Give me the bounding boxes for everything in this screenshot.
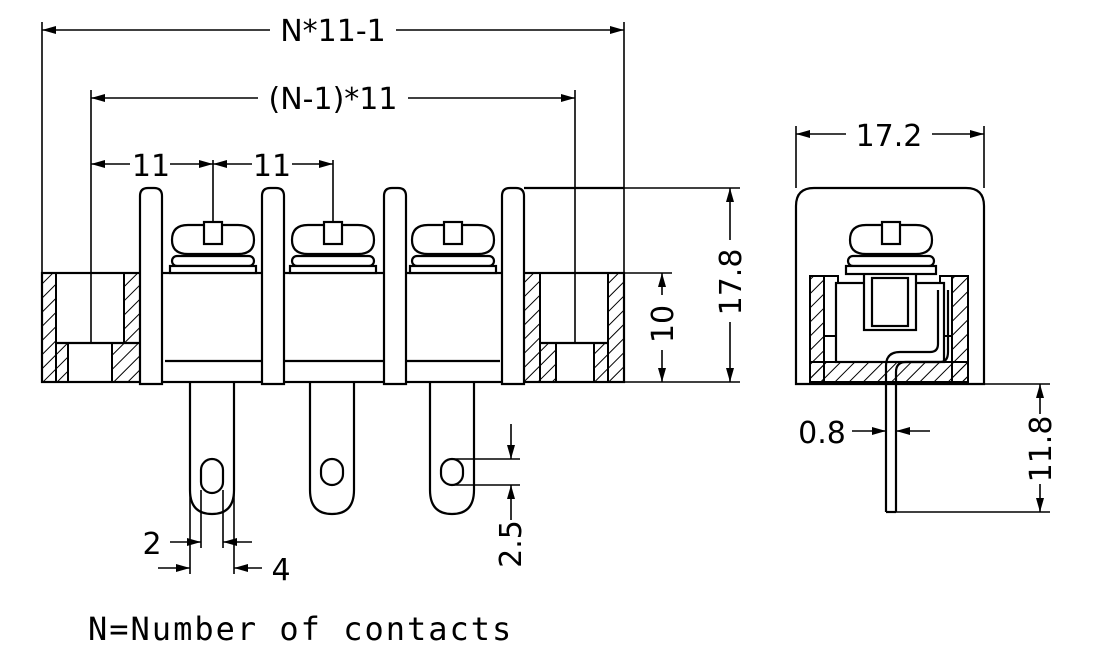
- screw-3: [408, 220, 498, 275]
- screw-1: [168, 220, 258, 275]
- side-view: 17.2 0.8 11.8: [794, 119, 1059, 514]
- contacts-note: N=Number of contacts: [88, 610, 513, 648]
- dim-pin-width-a-label: 2: [142, 527, 161, 562]
- screws: [168, 220, 498, 275]
- right-end-section: [523, 272, 625, 383]
- dim-pitch-1-label: 11: [132, 149, 170, 184]
- barrier-2: [260, 186, 286, 386]
- dim-hole-label: 2.5: [494, 520, 529, 568]
- dim-pin-thickness-label: 0.8: [798, 416, 846, 451]
- front-view: N*11-1 (N-1)*11 11 11 17.8: [40, 14, 749, 588]
- left-end-section: [41, 272, 141, 383]
- dim-width: 17.2: [795, 119, 985, 188]
- dim-height-label: 17.8: [714, 249, 749, 316]
- dim-pitch-span-label: (N-1)*11: [269, 82, 398, 117]
- pin-3-hole: [439, 457, 465, 487]
- barrier-4: [500, 186, 526, 386]
- side-pin: [884, 290, 940, 512]
- dim-pitch-2-label: 11: [253, 149, 291, 184]
- dim-pin-thickness: 0.8: [798, 416, 930, 451]
- dim-width-label: 17.2: [856, 119, 923, 154]
- dim-height: 17.8: [624, 187, 749, 383]
- pin-2-hole: [319, 457, 345, 487]
- dim-pin-width-b-label: 4: [271, 553, 290, 588]
- dim-body-height: 10: [624, 272, 681, 382]
- barriers: [138, 186, 526, 386]
- screw-2: [288, 220, 378, 275]
- dim-hole: 2.5: [452, 424, 529, 568]
- pin-2: [308, 382, 356, 516]
- dim-pitch: 11 11: [91, 149, 334, 222]
- barrier-3: [382, 186, 408, 386]
- barrier-1: [138, 186, 164, 386]
- dim-total-length: N*11-1: [41, 14, 625, 273]
- side-screw: [844, 220, 938, 276]
- dim-pin-length-label: 11.8: [1024, 416, 1059, 483]
- dim-total-length-label: N*11-1: [280, 14, 386, 49]
- side-body-outline: [794, 186, 986, 386]
- dim-pin-width: 2 4: [142, 490, 291, 588]
- dim-pin-length: 11.8: [896, 383, 1059, 513]
- pin-1: [188, 382, 236, 516]
- pin-1-hole: [199, 457, 225, 495]
- pin-3: [428, 382, 476, 516]
- pins: [188, 382, 476, 516]
- side-base-hatch: [809, 361, 969, 383]
- dim-pitch-span: (N-1)*11: [90, 82, 576, 343]
- dim-body-height-label: 10: [646, 305, 681, 343]
